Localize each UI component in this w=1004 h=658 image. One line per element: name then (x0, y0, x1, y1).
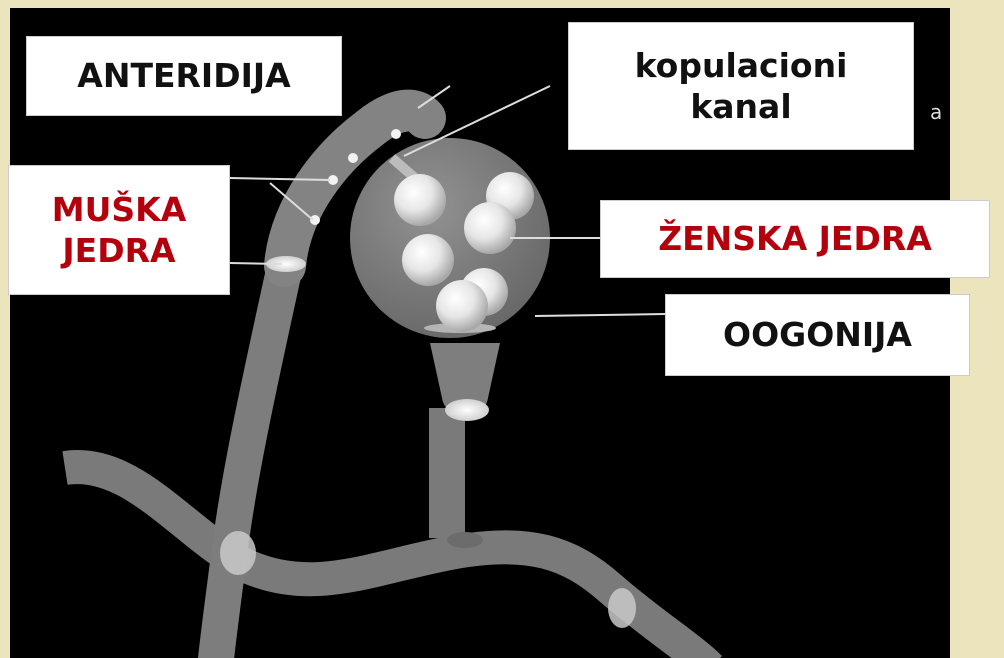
label-zenska-jedra: ŽENSKA JEDRA (600, 200, 990, 278)
leader-line-muska-3 (230, 263, 282, 264)
hypha-horizontal (65, 467, 710, 658)
label-muska-jedra: MUŠKA JEDRA (8, 165, 230, 295)
label-kopulacioni-line1: kopulacioni (635, 45, 848, 86)
male-nucleus (348, 153, 358, 163)
label-anteridija: ANTERIDIJA (26, 36, 342, 116)
female-nucleus (394, 174, 446, 226)
male-nucleus (391, 129, 401, 139)
label-kopulacioni-kanal: kopulacioni kanal (568, 22, 914, 150)
label-oogonija-text: OOGONIJA (723, 314, 912, 355)
label-zenska-text: ŽENSKA JEDRA (658, 218, 932, 259)
junction-hypha-right (608, 588, 636, 628)
label-kopulacioni-line2: kanal (690, 86, 791, 127)
junction-oogonium-stalk (445, 399, 489, 421)
stalk-base (447, 532, 483, 548)
stray-text: a (930, 100, 942, 124)
label-oogonija: OOGONIJA (665, 294, 970, 376)
antheridial-stalk (215, 266, 285, 658)
stray-text-value: a (930, 100, 942, 124)
label-muska-line2: JEDRA (62, 230, 175, 271)
female-nucleus (464, 202, 516, 254)
label-muska-line1: MUŠKA (52, 189, 187, 230)
label-anteridija-text: ANTERIDIJA (77, 55, 290, 96)
female-nucleus (402, 234, 454, 286)
female-nucleus (436, 280, 488, 332)
junction-hypha-left (220, 531, 256, 575)
leader-line-oogonija (535, 314, 665, 316)
